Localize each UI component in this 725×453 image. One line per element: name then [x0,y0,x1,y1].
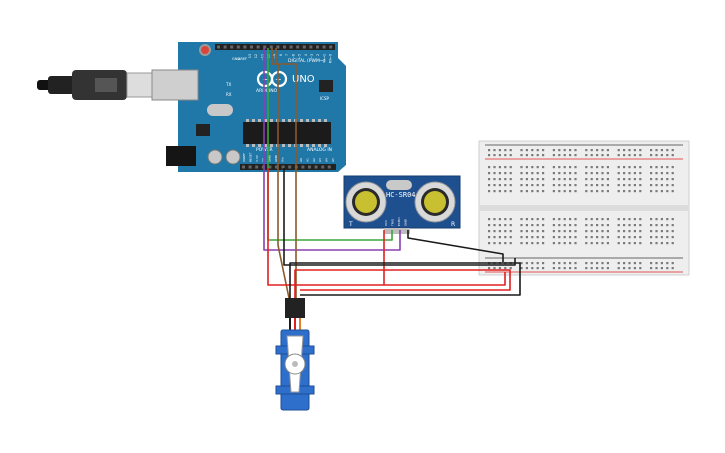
icsp-label: ICSP [320,96,330,101]
sensor-model-label: HC-SR04 [386,191,416,199]
digital-pin-label: 7 [285,54,289,56]
analog-pin-label: A1 [305,158,309,162]
digital-pin-label: TX→1 [322,54,326,64]
digital-pin-label: RX←0 [329,54,333,63]
digital-pin-label: ~6 [291,54,295,59]
wire-5v-red[interactable] [267,168,506,286]
rx-label: RX [226,92,232,97]
capacitor-2 [225,149,241,165]
transmitter-cylinder [345,181,387,223]
analog-pin-label: A2 [312,158,316,162]
power-pin-label: RESET [248,152,252,162]
digital-pin-label: ~5 [298,54,302,59]
crystal [207,104,233,116]
power-analog-header [240,164,336,170]
power-pin-label: Vin [280,157,284,162]
atmega-chip [243,122,331,144]
wire-sensor-gnd-black[interactable] [407,230,504,262]
sensor-pin-header [384,228,410,234]
sensor-pin-label: TRIG [391,218,395,227]
breadboard [478,140,690,276]
aref-label: AREF [238,57,247,61]
sensor-r-label: R [451,221,455,228]
wire-servo-signal-brown[interactable] [271,48,297,300]
sensor-t-label: T [348,221,353,228]
analog-pin-label: A3 [318,158,322,162]
digital-pin-label: 2 [316,54,320,56]
analog-label: ANALOG IN [307,147,332,153]
capacitor-1 [207,149,223,165]
analog-pin-label: A0 [299,158,303,162]
breadboard-center-channel [479,205,689,211]
sensor-pin-label: GND [404,218,408,226]
power-pin-label: 3.3V [255,154,259,162]
wire-echo-purple[interactable] [263,48,401,251]
svg-text:−: − [262,75,269,84]
sensor-crystal [386,180,412,190]
reset-button[interactable] [199,44,211,56]
gnd-label: GND [232,57,240,61]
digital-pin-label: ~11 [260,54,264,61]
servo-motor [275,298,315,411]
power-jack [166,146,196,166]
servo-horn[interactable] [284,335,306,393]
wire-servo-gnd-black[interactable] [289,262,521,300]
usb-port [151,69,199,101]
wire-trig-green[interactable] [267,48,393,241]
regulator [196,124,210,136]
arduino-uno-board: − + UNO ARDUINO DIGITAL (PWM~) POWER ANA… [151,42,346,172]
receiver-cylinder [414,181,456,223]
sensor-pin-label: VCC [384,220,388,226]
power-pin-label: GND [268,154,272,162]
brand-label: ARDUINO [256,88,278,94]
sensor-pin-label: ECHO [397,217,401,226]
analog-pin-label: A4 [325,158,329,162]
digital-header-label: DIGITAL (PWM~) [288,58,326,64]
wire-servo-vcc-red[interactable] [294,269,511,300]
power-pin-label: IOREF [242,153,246,162]
analog-pin-label: A5 [331,158,335,162]
tx-label: TX [225,82,231,87]
digital-pin-label: 13 [248,54,252,58]
digital-pin-label: 4 [304,54,308,56]
model-label: UNO [292,74,315,85]
power-pin-label: GND [274,154,278,162]
digital-pin-label: 8 [279,54,283,56]
digital-header [215,44,335,50]
digital-pin-label: ~9 [273,54,277,59]
digital-pin-label: 12 [254,54,258,58]
wire-servo-signal-brown-2 [275,48,290,299]
digital-pin-label: ~3 [310,54,314,59]
icsp-header [319,80,333,92]
wire-gnd-black-1[interactable] [283,168,516,266]
wires [263,48,521,300]
servo-connector [285,298,305,318]
